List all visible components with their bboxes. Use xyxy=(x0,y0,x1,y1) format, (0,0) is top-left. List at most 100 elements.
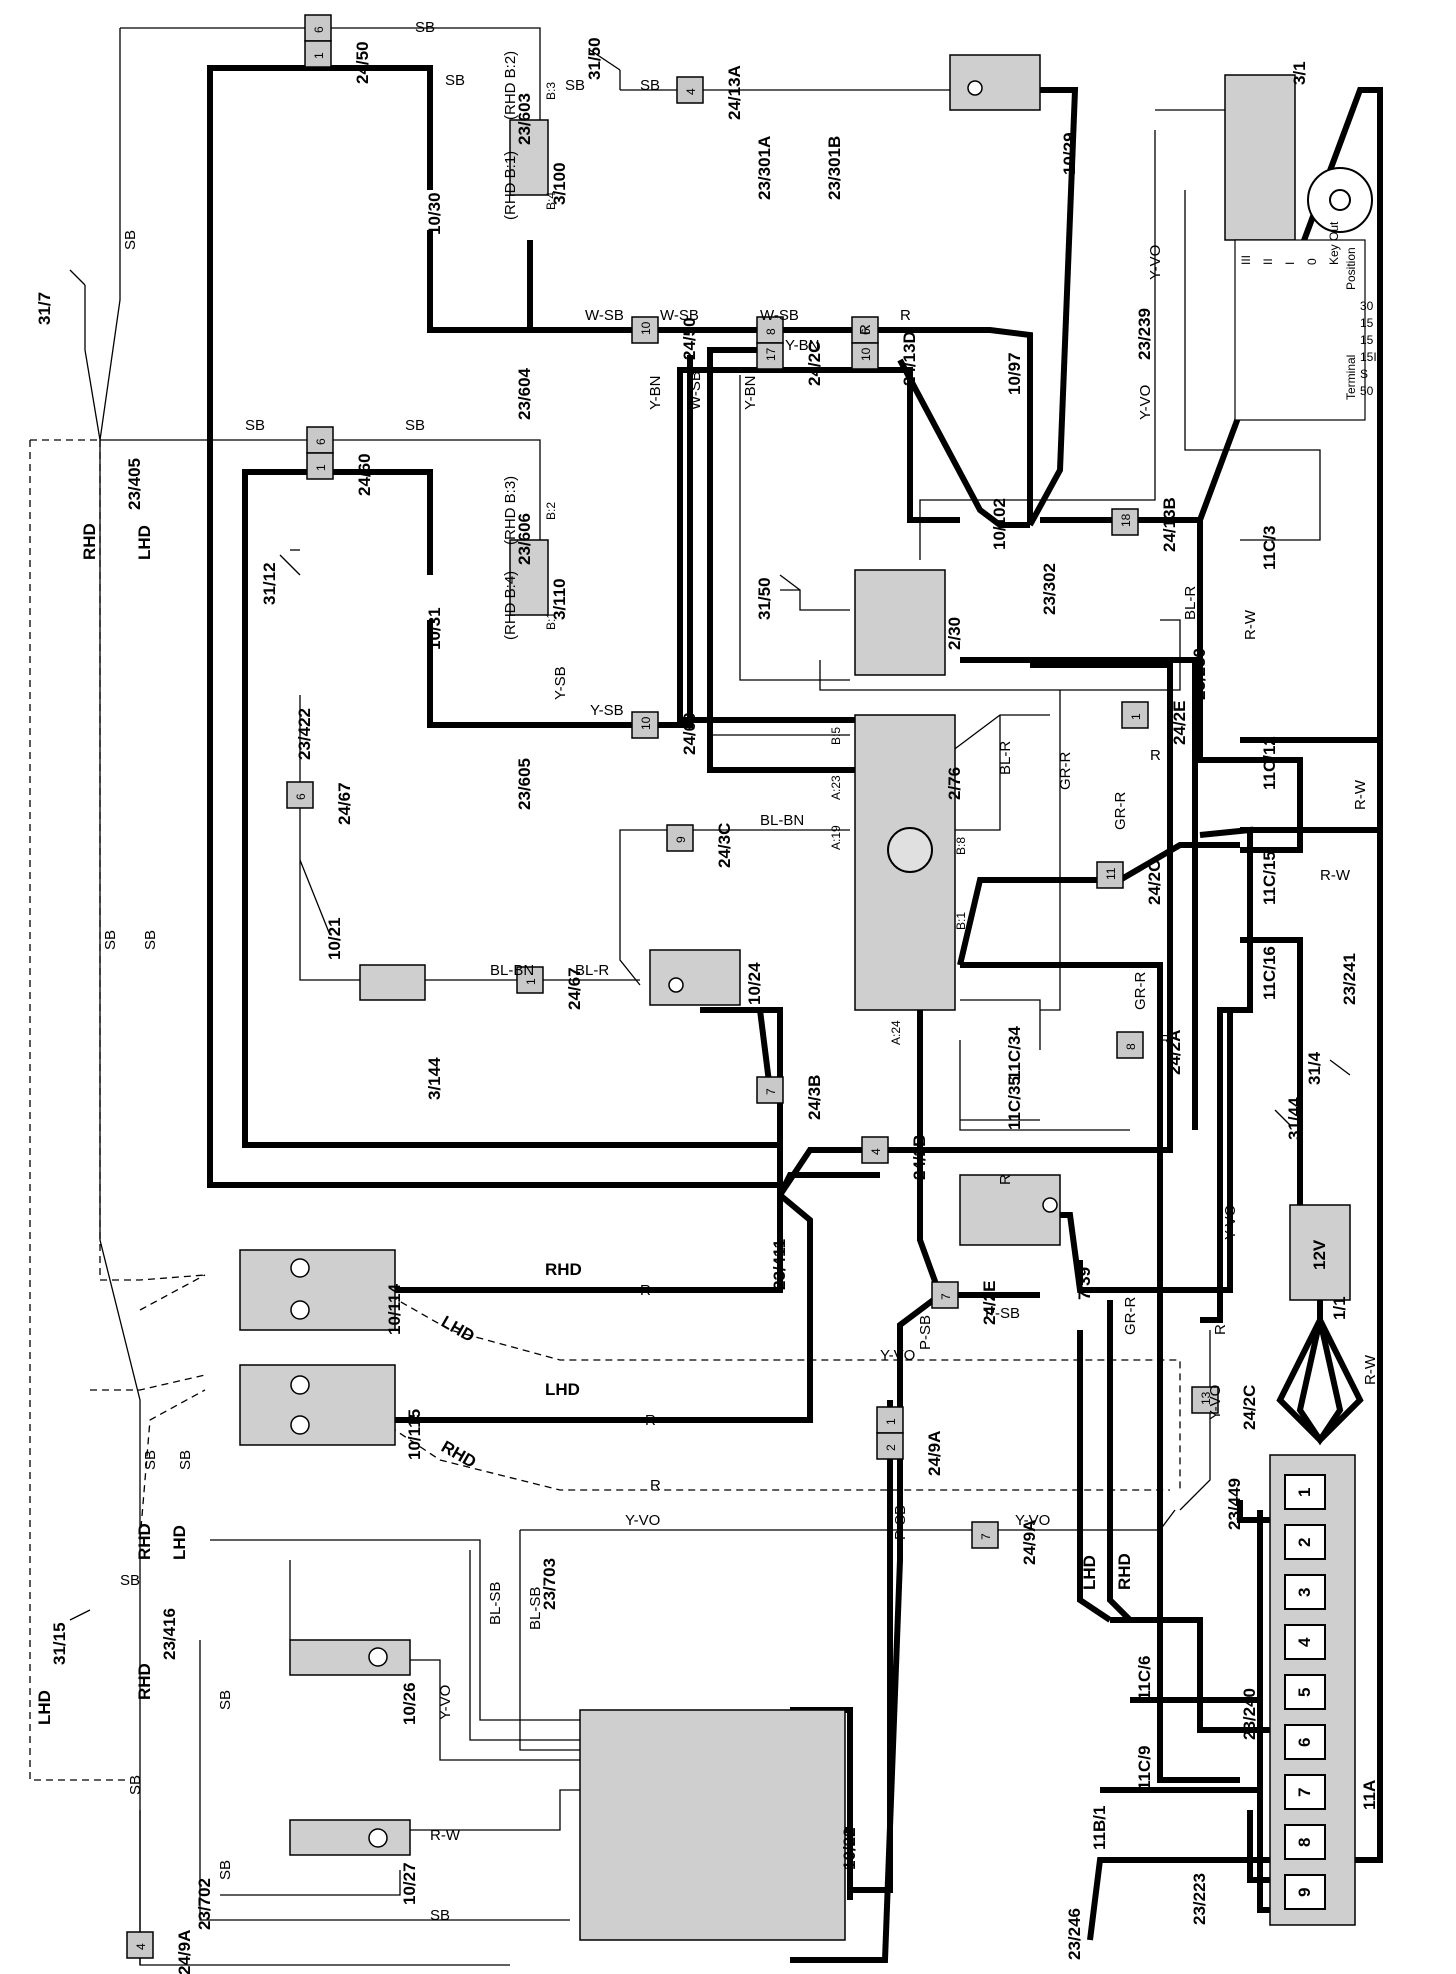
ground-label: 31/12 xyxy=(260,562,279,605)
connector-pin-number: 6 xyxy=(312,26,326,33)
connector-pin-box xyxy=(931,1281,959,1309)
connector-pin-box xyxy=(861,1136,889,1164)
connector-pin-number: 4 xyxy=(684,88,698,95)
splice-label: 23/240 xyxy=(1240,1688,1259,1740)
wire-color-label: R-W xyxy=(430,1827,461,1844)
fuse-slot xyxy=(1284,1474,1326,1510)
component-label: 10/114 xyxy=(385,1283,404,1335)
ground-label: 31/44 xyxy=(1285,1097,1304,1140)
fuse-slot xyxy=(1284,1524,1326,1560)
variant-label: RHD xyxy=(135,1663,154,1700)
ignition-position: I xyxy=(1283,262,1297,265)
pin-note: B:1 xyxy=(954,912,968,930)
component-label: 3/100 xyxy=(550,162,569,205)
splice-label: 23/301B xyxy=(825,136,844,200)
wire-color-label: R xyxy=(640,1282,651,1299)
connector-label: 24/3C xyxy=(715,823,734,868)
switch-3-100 xyxy=(509,119,549,196)
wire-color-label: Y-BN xyxy=(742,376,759,410)
variant-label: RHD xyxy=(1115,1553,1134,1590)
component-label: 10/115 xyxy=(405,1409,424,1460)
connector-pin-number: 10 xyxy=(639,716,653,730)
ground-symbols xyxy=(69,49,1351,1621)
connector-pin-box xyxy=(756,342,784,370)
connector-pin-number: 7 xyxy=(939,1293,953,1300)
wire-color-label: R xyxy=(997,1174,1014,1185)
connector-pin-number: 8 xyxy=(764,328,778,335)
connector-pin-number: 4 xyxy=(869,1148,883,1155)
connector-label: 24/67 xyxy=(335,782,354,825)
wire-color-label: Y-BN xyxy=(785,337,819,354)
component-label: 11A xyxy=(1360,1780,1379,1810)
fuse-slot xyxy=(1284,1874,1326,1910)
component-label: 2/76 xyxy=(945,767,964,800)
labels: 3/1003/11010/3010/3110/2910/9710/1022/30… xyxy=(35,19,1379,1960)
fuse-slot-number: 9 xyxy=(1295,1888,1314,1897)
connector-pin-box xyxy=(876,1432,904,1460)
wire-color-label: Y-VO xyxy=(625,1512,660,1529)
wire-color-label: SB xyxy=(122,230,139,250)
wire-color-label: BL-R xyxy=(997,741,1014,775)
connector-pin-box xyxy=(1096,861,1124,889)
pin-note: B:4 xyxy=(544,192,558,210)
connector-pin-number: 6 xyxy=(859,328,873,335)
pin-note: B:1 xyxy=(544,612,558,630)
connector-pin-number: 10 xyxy=(639,321,653,335)
connector-pin-box xyxy=(631,711,659,739)
splice-label: 23/604 xyxy=(515,367,534,420)
component-label: 10/21 xyxy=(325,917,344,960)
fuse-slot xyxy=(1284,1774,1326,1810)
connector-pin-box xyxy=(756,1076,784,1104)
component-label: 7/39 xyxy=(1075,1267,1094,1300)
variant-label: RHD xyxy=(545,1260,582,1279)
connector-pin-box xyxy=(304,40,332,68)
component-7-39 xyxy=(959,1174,1061,1246)
splice-label: 23/605 xyxy=(515,758,534,810)
connector-pin-number: 6 xyxy=(314,438,328,445)
battery-voltage: 12V xyxy=(1310,1239,1329,1270)
wire-color-label: W-SB xyxy=(585,307,624,324)
wire-color-label: Y-VO xyxy=(437,1685,454,1720)
connector-label: 24/13B xyxy=(1160,497,1179,552)
fuse-slot-number: 2 xyxy=(1295,1538,1314,1547)
wire-color-label: R xyxy=(1160,1032,1171,1049)
pin-note: A:23 xyxy=(829,775,843,800)
connector-label: 24/50 xyxy=(680,317,699,360)
lamp-10-24 xyxy=(649,949,741,1006)
connector-pin-box xyxy=(286,781,314,809)
connector-pin-box xyxy=(306,426,334,454)
wire-color-label: SB xyxy=(405,417,425,434)
wire-color-label: R-W xyxy=(1242,609,1259,640)
variant-label: RHD xyxy=(80,523,99,560)
wire-color-label: SB xyxy=(217,1860,234,1880)
component-label: 10/29 xyxy=(1060,132,1079,175)
wire-color-label: SB xyxy=(217,1690,234,1710)
wire-color-label: P-SB xyxy=(917,1315,934,1350)
component-label: 10/26 xyxy=(400,1682,419,1725)
splice-label: 23/239 xyxy=(1135,308,1154,360)
connector-label: 24/9A xyxy=(1020,1520,1039,1565)
wire-color-label: Y-VO xyxy=(1222,1205,1239,1240)
connector-label: 24/60 xyxy=(680,712,699,755)
connector-pin-box xyxy=(126,1931,154,1959)
fuse-label: 11C/16 xyxy=(1260,946,1279,1000)
wire-color-label: SB xyxy=(142,930,159,950)
connector-pin-box xyxy=(876,1406,904,1434)
wire-color-label: Y-SB xyxy=(552,666,569,700)
wire-color-label: W-SB xyxy=(660,307,699,324)
ground-icon xyxy=(69,269,86,286)
ignition-position: 0 xyxy=(1305,258,1319,265)
wire-color-label: SB xyxy=(102,930,119,950)
wire-color-label: P-SB xyxy=(892,1505,909,1540)
connector-pin-box xyxy=(306,452,334,480)
connector-pin-number: 13 xyxy=(1199,1391,1213,1405)
connector-label: 24/60 xyxy=(355,453,374,496)
component-label: 10/31 xyxy=(425,607,444,650)
fuse-slot xyxy=(1284,1824,1326,1860)
wire-color-label: W-SB xyxy=(760,307,799,324)
wire-color-label: BL-SB xyxy=(487,1582,504,1625)
splice-label: 23/416 xyxy=(160,1608,179,1660)
connector-label: 24/9A xyxy=(925,1431,944,1476)
relay-note: (RHD B:3) xyxy=(502,476,519,545)
relay-note: (RHD B:1) xyxy=(502,151,519,220)
